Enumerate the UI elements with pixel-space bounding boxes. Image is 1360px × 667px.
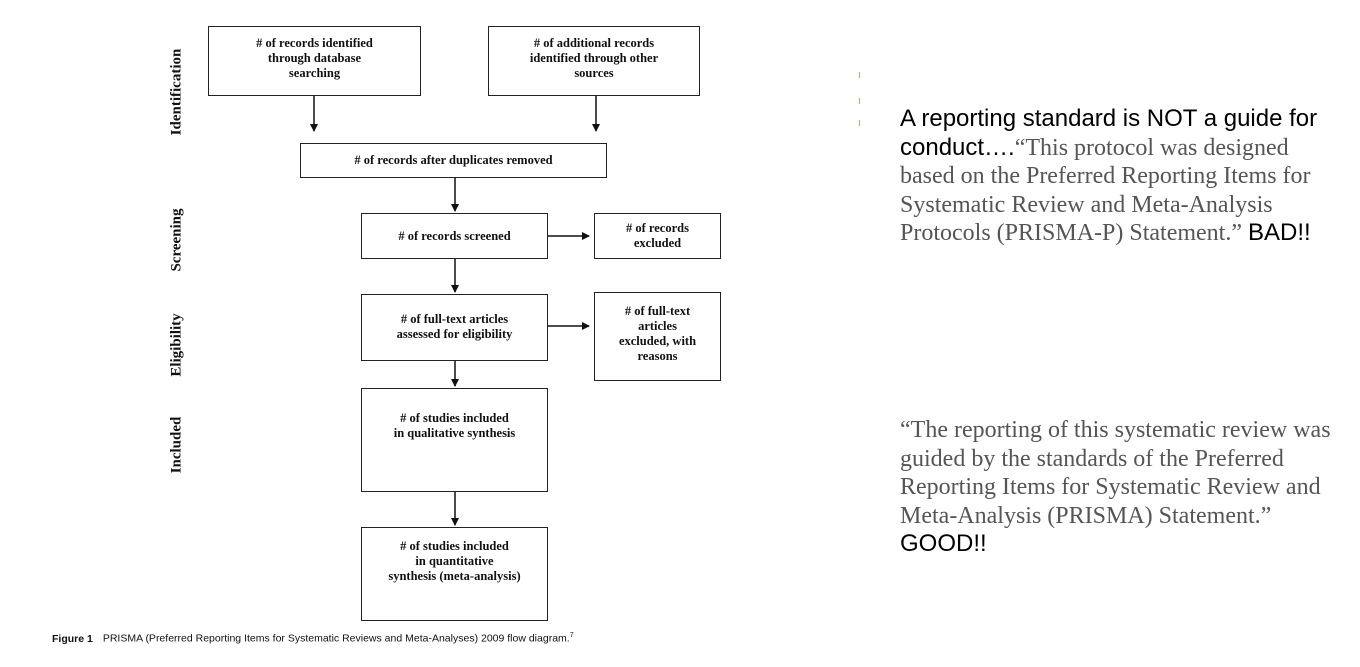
box-line: # of studies included xyxy=(400,411,509,425)
box-line: in quantitative xyxy=(415,554,494,568)
note-lead: A reporting standard is NOT a guide for … xyxy=(900,105,1318,161)
box-qualitative-synthesis: # of studies included in qualitative syn… xyxy=(361,388,548,492)
divider-tick xyxy=(859,98,860,104)
box-quantitative-synthesis: # of studies included in quantitative sy… xyxy=(361,527,548,621)
figure-label: Figure 1 xyxy=(52,632,93,645)
box-records-excluded: # of records excluded xyxy=(594,213,721,259)
box-line: # of full-text articles xyxy=(400,312,509,326)
note-good-example: “The reporting of this systematic review… xyxy=(900,416,1340,559)
figure-reference: 7 xyxy=(569,632,574,639)
box-records-screened: # of records screened xyxy=(361,213,548,259)
divider-tick xyxy=(859,72,860,78)
note-bad-example: A reporting standard is NOT a guide for … xyxy=(900,105,1340,248)
box-database-records: # of records identified through database… xyxy=(208,26,421,96)
flow-arrows xyxy=(310,96,600,526)
box-fulltext-assessed: # of full-text articles assessed for eli… xyxy=(361,294,548,361)
note-bad-quote: “This protocol was designed based on the… xyxy=(900,134,1311,247)
box-line: # of additional records xyxy=(533,36,655,50)
note-good-verdict: GOOD!! xyxy=(900,530,987,557)
box-line: # of full-text xyxy=(624,304,691,318)
note-good-quote: “The reporting of this systematic review… xyxy=(900,417,1331,529)
divider-tick xyxy=(859,120,860,126)
figure-caption: Figure 1 PRISMA (Preferred Reporting Item… xyxy=(52,632,574,645)
figure-caption-text: PRISMA (Preferred Reporting Items for Sy… xyxy=(102,632,570,645)
box-line: excluded xyxy=(633,236,682,250)
box-line: # of records xyxy=(626,221,689,235)
box-line: synthesis (meta-analysis) xyxy=(388,569,521,583)
box-line: searching xyxy=(288,66,341,80)
box-additional-records: # of additional records identified throu… xyxy=(488,26,700,96)
box-line: assessed for eligibility xyxy=(396,327,513,341)
box-line: # of studies included xyxy=(400,539,509,553)
box-line: identified through other xyxy=(529,51,659,65)
box-line: # of records screened xyxy=(398,229,511,243)
box-fulltext-excluded: # of full-text articles excluded, with r… xyxy=(594,292,721,381)
note-bad-verdict: BAD!! xyxy=(1248,219,1311,246)
box-line: excluded, with xyxy=(618,334,697,348)
box-line: in qualitative synthesis xyxy=(393,426,516,440)
box-line: # of records after duplicates removed xyxy=(354,153,553,167)
box-line: reasons xyxy=(637,349,678,363)
box-duplicates-removed: # of records after duplicates removed xyxy=(300,143,607,178)
box-line: # of records identified xyxy=(256,36,373,50)
box-line: articles xyxy=(638,319,677,333)
box-line: sources xyxy=(574,66,614,80)
box-line: through database xyxy=(267,51,362,65)
